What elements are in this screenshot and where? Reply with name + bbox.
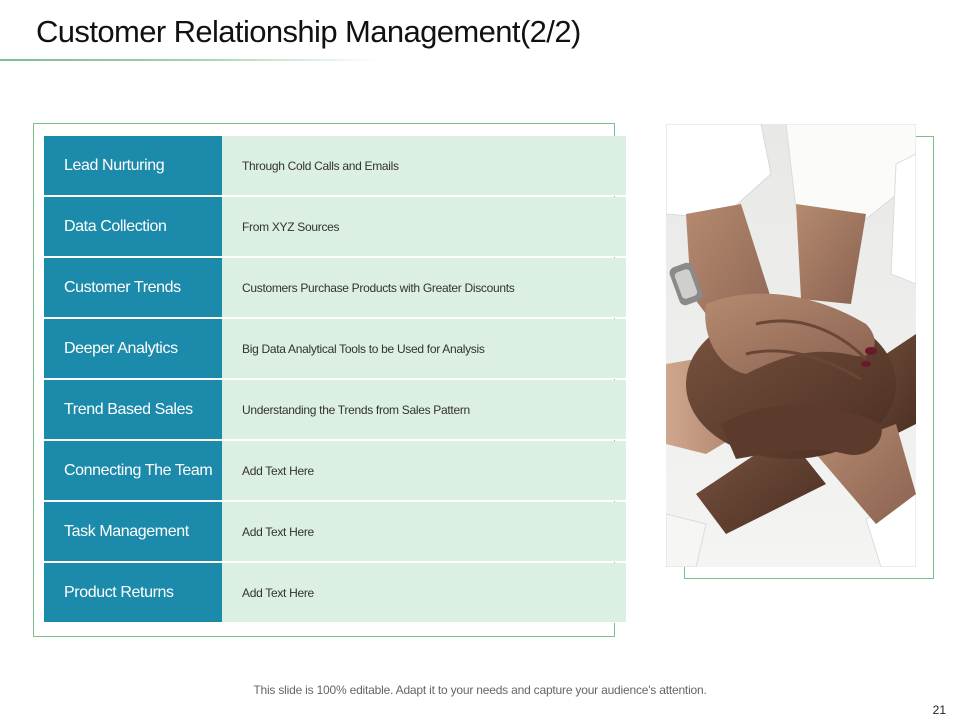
- row-description: From XYZ Sources: [222, 197, 626, 257]
- row-description: Big Data Analytical Tools to be Used for…: [222, 319, 626, 379]
- page-number: 21: [932, 703, 946, 717]
- row-label-deeper-analytics: Deeper Analytics: [44, 319, 222, 379]
- footer-note: This slide is 100% editable. Adapt it to…: [253, 683, 707, 697]
- table-row: Data Collection From XYZ Sources: [44, 197, 626, 258]
- table-row: Customer Trends Customers Purchase Produ…: [44, 258, 626, 319]
- row-description: Through Cold Calls and Emails: [222, 136, 626, 196]
- table-row: Connecting The Team Add Text Here: [44, 441, 626, 502]
- stacked-hands-photo: [666, 124, 916, 567]
- slide-title: Customer Relationship Management(2/2): [36, 14, 581, 49]
- row-label-data-collection: Data Collection: [44, 197, 222, 257]
- row-label-task-management: Task Management: [44, 502, 222, 562]
- table-row: Trend Based Sales Understanding the Tren…: [44, 380, 626, 441]
- row-description: Customers Purchase Products with Greater…: [222, 258, 626, 318]
- row-label-lead-nurturing: Lead Nurturing: [44, 136, 222, 196]
- table-row: Deeper Analytics Big Data Analytical Too…: [44, 319, 626, 380]
- row-label-product-returns: Product Returns: [44, 563, 222, 623]
- row-label-customer-trends: Customer Trends: [44, 258, 222, 318]
- row-label-trend-based-sales: Trend Based Sales: [44, 380, 222, 440]
- table-row: Product Returns Add Text Here: [44, 563, 626, 624]
- row-description: Add Text Here: [222, 441, 626, 501]
- table-row: Lead Nurturing Through Cold Calls and Em…: [44, 136, 626, 197]
- row-label-connecting-the-team: Connecting The Team: [44, 441, 222, 501]
- title-underline: [0, 59, 380, 61]
- table-row: Task Management Add Text Here: [44, 502, 626, 563]
- crm-table: Lead Nurturing Through Cold Calls and Em…: [44, 136, 626, 624]
- row-description: Understanding the Trends from Sales Patt…: [222, 380, 626, 440]
- row-description: Add Text Here: [222, 563, 626, 623]
- row-description: Add Text Here: [222, 502, 626, 562]
